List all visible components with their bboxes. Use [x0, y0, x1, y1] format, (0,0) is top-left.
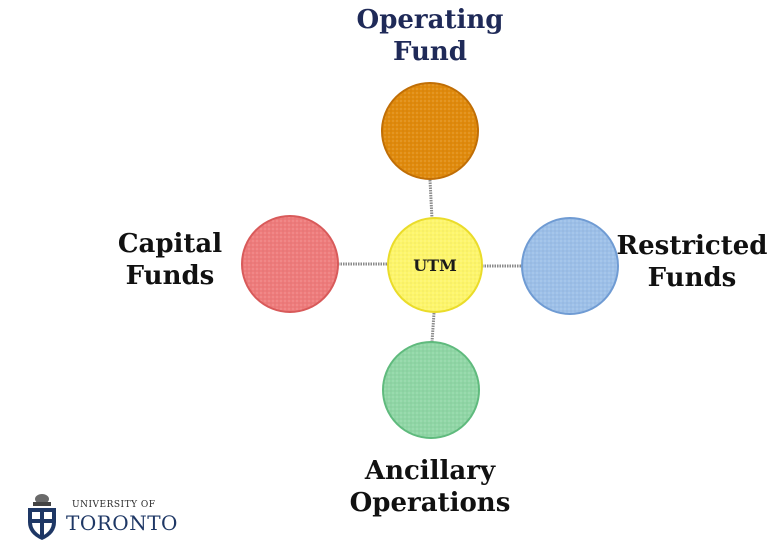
- capital-funds-label-line2: Funds: [125, 261, 215, 291]
- capital-funds-texture: [243, 217, 337, 311]
- ancillary-operations-label-line2: Operations: [349, 488, 511, 518]
- capital-funds-label-line1: Capital: [117, 229, 223, 259]
- university-logo: UNIVERSITY OF TORONTO: [22, 490, 192, 546]
- utm-center-texture: [389, 219, 481, 311]
- operating-fund-label-line2: Fund: [393, 37, 467, 67]
- ancillary-operations-texture: [384, 343, 478, 437]
- utm-center-label: UTM: [413, 256, 457, 275]
- logo-line-university-of: UNIVERSITY OF: [72, 500, 156, 510]
- connector-bottom: [430, 312, 436, 343]
- restricted-funds-texture: [523, 219, 617, 313]
- connector-top: [428, 179, 434, 220]
- restricted-funds-label: Restricted Funds: [612, 230, 772, 294]
- operating-fund-label-line1: Operating: [356, 5, 504, 35]
- restricted-funds-label-line2: Funds: [647, 263, 737, 293]
- ancillary-operations-label-line1: Ancillary: [364, 456, 496, 486]
- capital-funds-label: Capital Funds: [100, 228, 240, 292]
- logo-line-toronto: TORONTO: [66, 511, 178, 535]
- restricted-funds-label-line1: Restricted: [616, 231, 768, 261]
- operating-fund-texture: [383, 84, 477, 178]
- crest-icon: [28, 494, 56, 540]
- connector-lines: [338, 179, 522, 343]
- ancillary-operations-label: Ancillary Operations: [330, 455, 530, 519]
- operating-fund-label: Operating Fund: [340, 4, 520, 68]
